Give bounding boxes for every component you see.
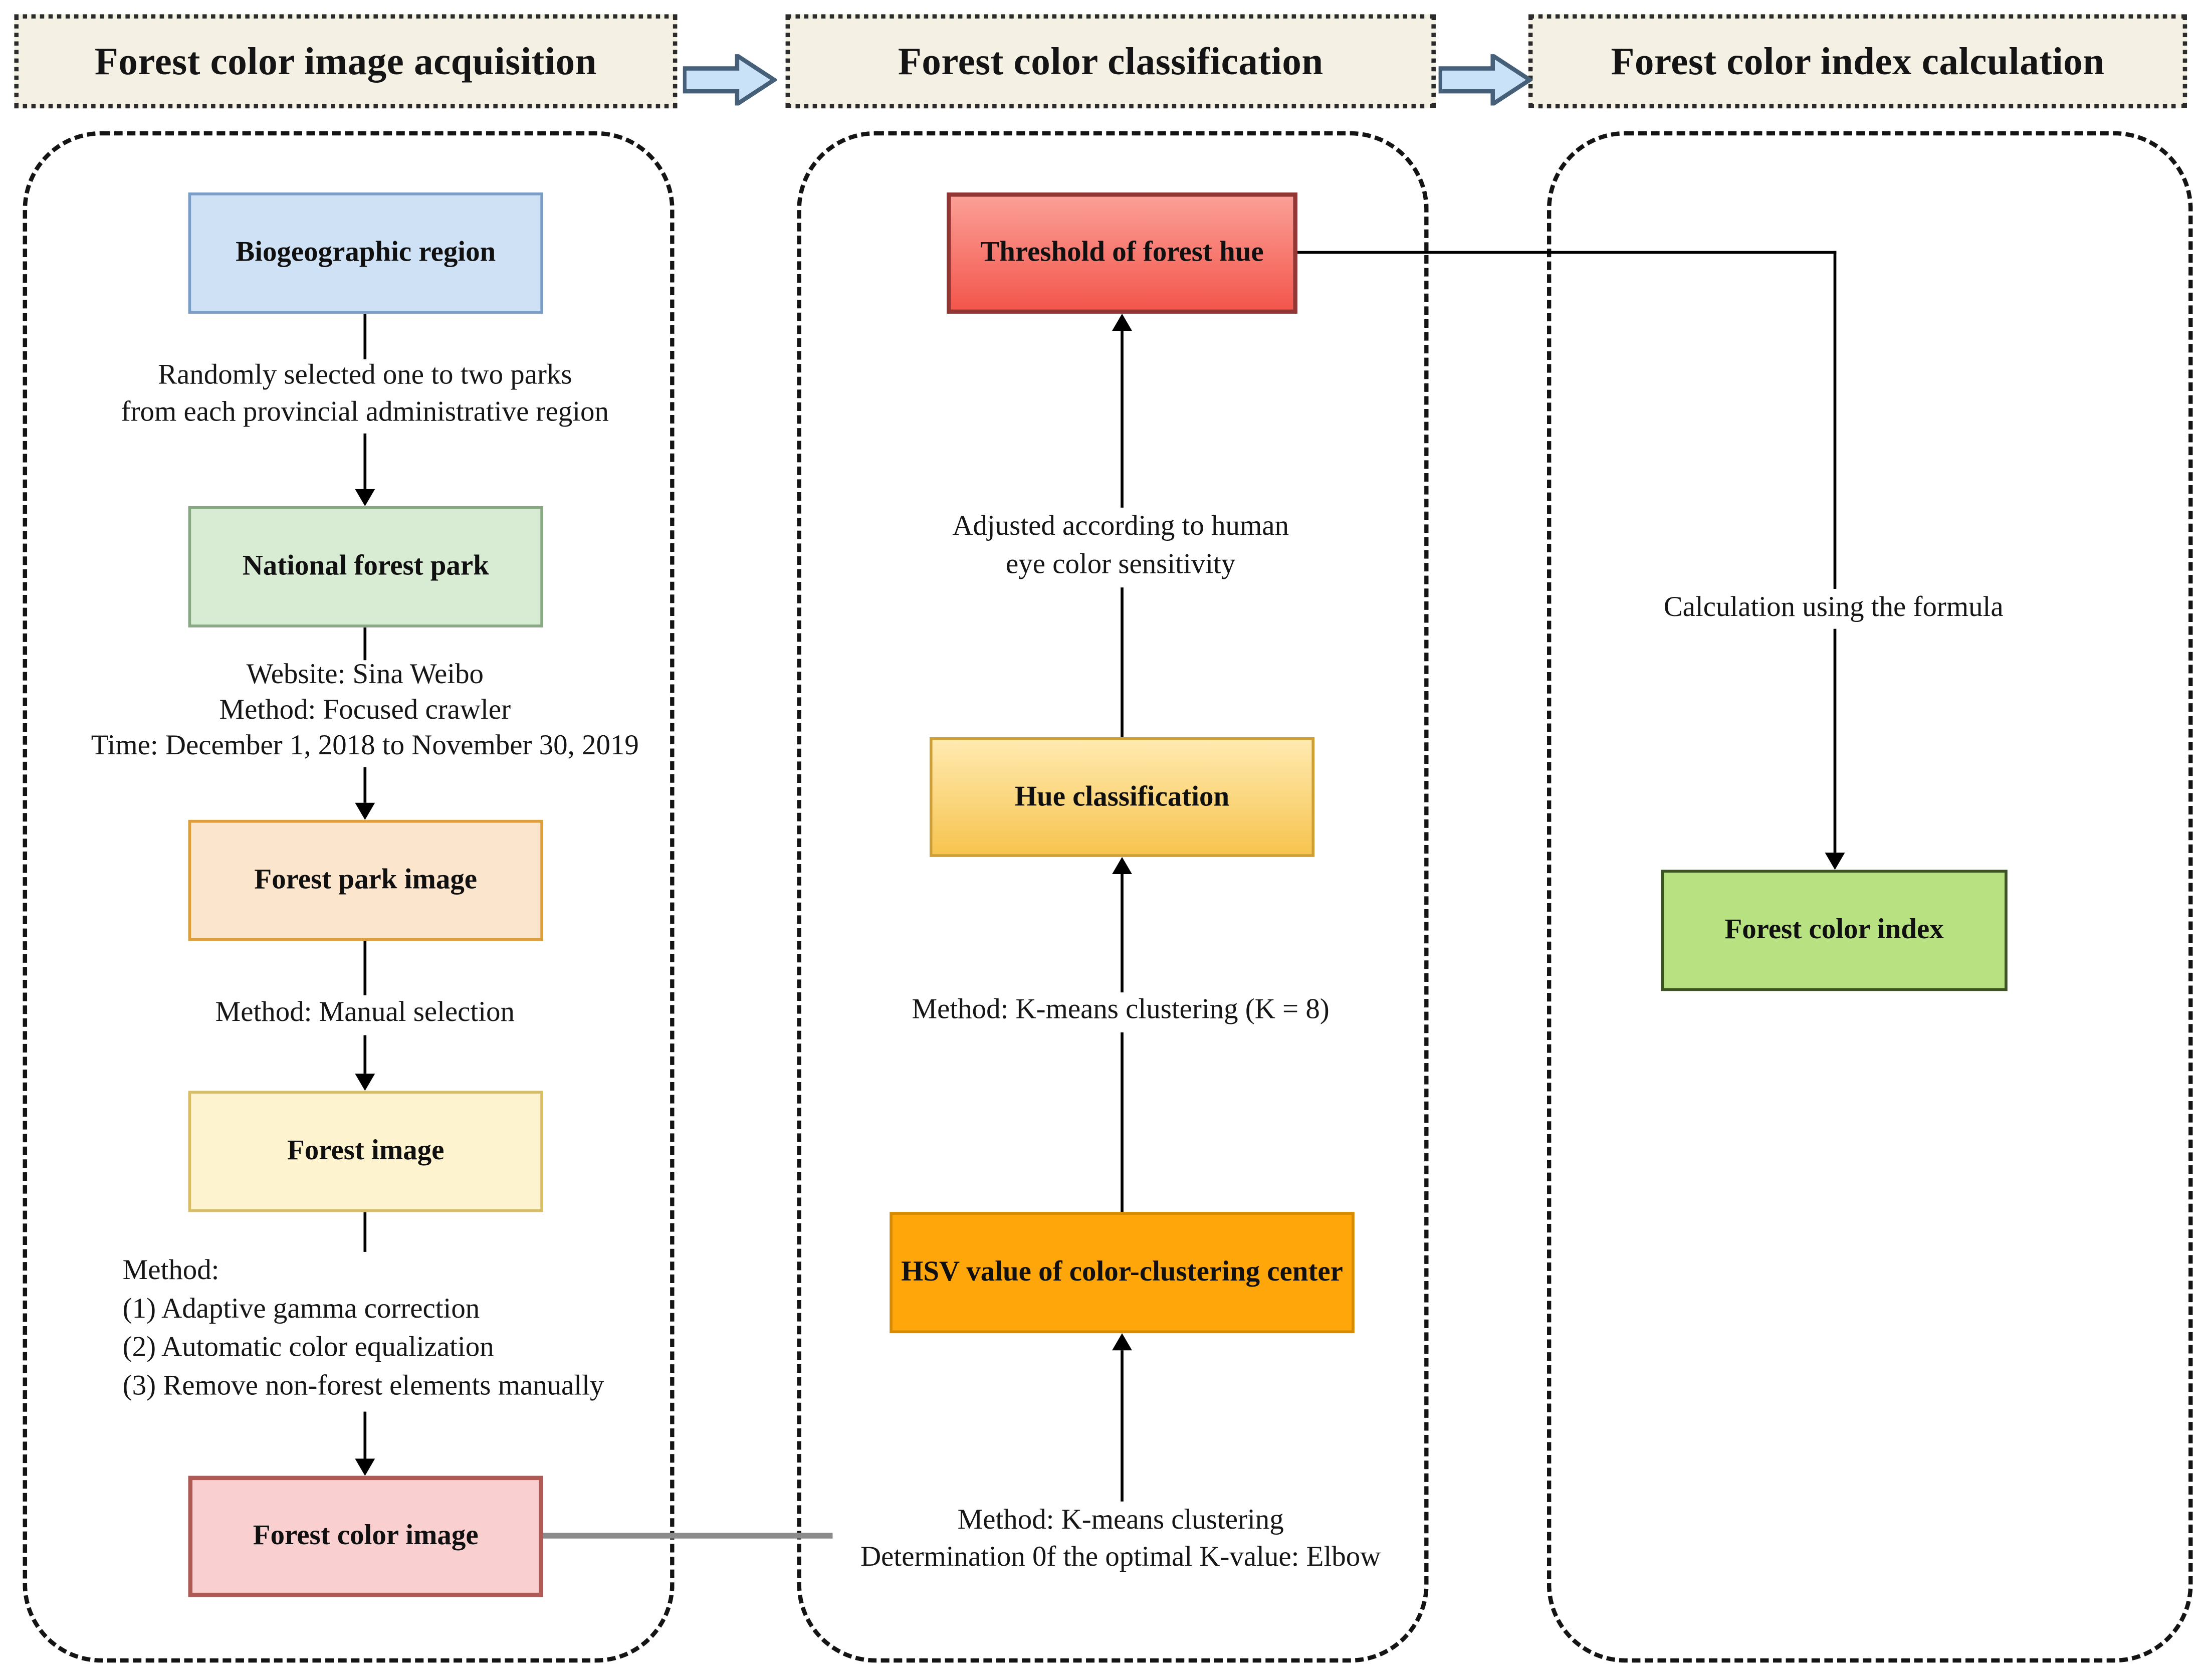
arrow-down-icon [1825,853,1845,870]
annotation-kmeans-k8: Method: K-means clustering (K = 8) [912,993,1330,1025]
gray-link-line [543,1533,833,1539]
forest-park-image-box: Forest park image [188,819,543,941]
flow-right-arrow-icon [683,54,777,106]
arrow-down-icon [355,1074,375,1091]
connector-line [1121,587,1124,737]
national-forest-park-box: National forest park [188,506,543,627]
index-calculation-panel [1547,131,2193,1663]
connector-line [363,627,367,661]
annotation-preprocessing: Method: (1) Adaptive gamma correction (2… [122,1254,604,1402]
arrow-up-icon [1112,313,1132,331]
annotation-formula: Calculation using the formula [1663,591,2004,623]
connector-line [363,1035,367,1074]
arrow-down-icon [355,489,375,506]
threshold-of-forest-hue-box: Threshold of forest hue [947,192,1297,314]
arrow-down-icon [355,1458,375,1476]
header-index-calculation: Forest color index calculation [1528,14,2187,109]
header-classification: Forest color classification [785,14,1436,109]
flow-right-arrow-icon [1438,54,1533,106]
acquisition-panel [23,131,675,1663]
arrow-up-icon [1112,1333,1132,1351]
connector-line [1121,1350,1124,1502]
forest-color-index-box: Forest color index [1661,870,2008,991]
annotation-manual-selection: Method: Manual selection [215,996,515,1028]
annotation-adjusted: Adjusted according to human eye color se… [952,510,1289,580]
arrow-down-icon [355,802,375,820]
connector-line [363,1212,367,1252]
classification-panel [797,131,1429,1663]
forest-color-image-box: Forest color image [188,1476,543,1597]
arrow-up-icon [1112,857,1132,874]
connector-line [1121,1032,1124,1212]
connector-line [363,313,367,359]
connector-line [363,433,367,489]
hue-classification-box: Hue classification [929,737,1315,857]
connector-line [1833,628,1837,853]
annotation-random-selection: Randomly selected one to two parks from … [121,359,609,428]
biogeographic-region-box: Biogeographic region [188,192,543,314]
annotation-crawler: Website: Sina Weibo Method: Focused craw… [91,659,639,762]
connector-line [363,1411,367,1459]
connector-line [1833,251,1837,589]
hsv-value-box: HSV value of color-clustering center [890,1212,1355,1334]
connector-line [1121,331,1124,508]
connector-line [1121,874,1124,993]
header-acquisition: Forest color image acquisition [14,14,678,109]
annotation-kmeans-elbow: Method: K-means clustering Determination… [860,1504,1381,1573]
connector-line [363,767,367,803]
connector-line [363,941,367,995]
forest-image-box: Forest image [188,1091,543,1212]
connector-line [1297,251,1837,254]
